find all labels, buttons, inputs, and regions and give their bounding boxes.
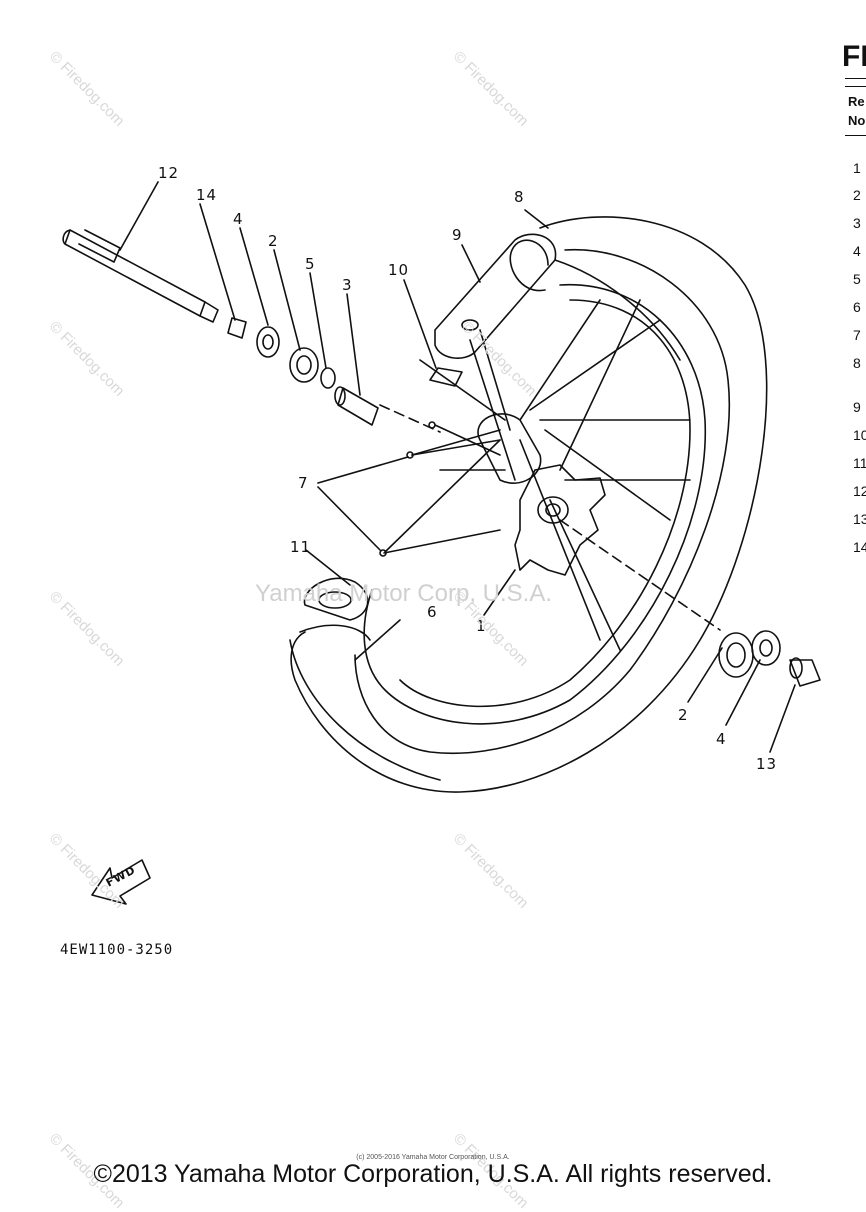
callout-2: 2 <box>678 706 689 724</box>
ref-number: 4 <box>853 243 861 259</box>
ref-number: 2 <box>853 187 861 203</box>
valve-cap-11 <box>303 577 369 621</box>
callout-1: 1 <box>476 617 487 635</box>
seal-4-right <box>751 630 781 666</box>
axle-centerline <box>559 519 721 631</box>
hub-left <box>477 413 542 484</box>
callout-13: 13 <box>756 755 778 773</box>
small-copyright: (c) 2005-2016 Yamaha Motor Corporation, … <box>356 1154 510 1161</box>
callout-7: 7 <box>298 474 309 492</box>
part-code: 4EW1100-3250 <box>60 942 174 958</box>
ref-number: 14 <box>853 539 866 555</box>
callout-10: 10 <box>388 261 410 279</box>
callout-12: 12 <box>158 164 180 182</box>
ref-number: 13 <box>853 511 866 527</box>
callout-3: 3 <box>342 276 353 294</box>
callout-6: 6 <box>427 603 438 621</box>
callout-4: 4 <box>716 730 727 748</box>
sidebar-title: FI <box>842 40 866 73</box>
bearing-2-right <box>718 632 754 678</box>
spacer-3 <box>337 387 379 426</box>
callout-8: 8 <box>514 188 525 206</box>
sidebar-title-underline-2 <box>845 86 866 87</box>
ref-header-2: No <box>848 113 866 128</box>
ref-number: 11 <box>853 455 866 471</box>
spokes <box>384 299 691 651</box>
tire-outline <box>290 216 768 793</box>
callout-5: 5 <box>305 255 316 273</box>
callout-4: 4 <box>233 210 244 228</box>
footer-copyright: ©2013 Yamaha Motor Corporation, U.S.A. A… <box>93 1160 773 1188</box>
hub-right-flange <box>514 464 606 576</box>
ref-number: 6 <box>853 299 861 315</box>
seal-4-left <box>256 326 280 358</box>
rim-band <box>434 233 557 359</box>
fwd-arrow <box>91 859 151 905</box>
ref-number: 8 <box>853 355 861 371</box>
ref-header-underline <box>845 135 866 136</box>
spoke-7-lower <box>383 529 501 554</box>
ref-number: 10 <box>853 427 866 443</box>
collar-13 <box>789 659 821 687</box>
rim-inner <box>399 299 691 708</box>
rim-lock <box>429 367 463 387</box>
ref-number: 7 <box>853 327 861 343</box>
tire-bead-line <box>554 259 681 361</box>
circlip-5 <box>320 367 336 389</box>
callout-9: 9 <box>452 226 463 244</box>
callout-11: 11 <box>290 538 312 556</box>
axle <box>62 229 206 317</box>
ref-number: 5 <box>853 271 861 287</box>
sidebar-title-underline <box>845 78 866 79</box>
ref-number: 9 <box>853 399 861 415</box>
spoke-7-upper <box>411 439 501 456</box>
callout-2: 2 <box>268 232 279 250</box>
tire-inner-edge <box>354 248 731 755</box>
bearing-2-left <box>289 347 319 383</box>
ref-number: 12 <box>853 483 866 499</box>
tube-section <box>289 624 441 781</box>
watermark-center: Yamaha Motor Corp, U.S.A. <box>255 580 552 607</box>
ref-number: 1 <box>853 160 861 176</box>
ref-header-1: Re <box>848 94 865 109</box>
callout-14: 14 <box>196 186 218 204</box>
collar-14 <box>227 317 247 339</box>
ref-number: 3 <box>853 215 861 231</box>
rim-outline <box>363 284 707 725</box>
